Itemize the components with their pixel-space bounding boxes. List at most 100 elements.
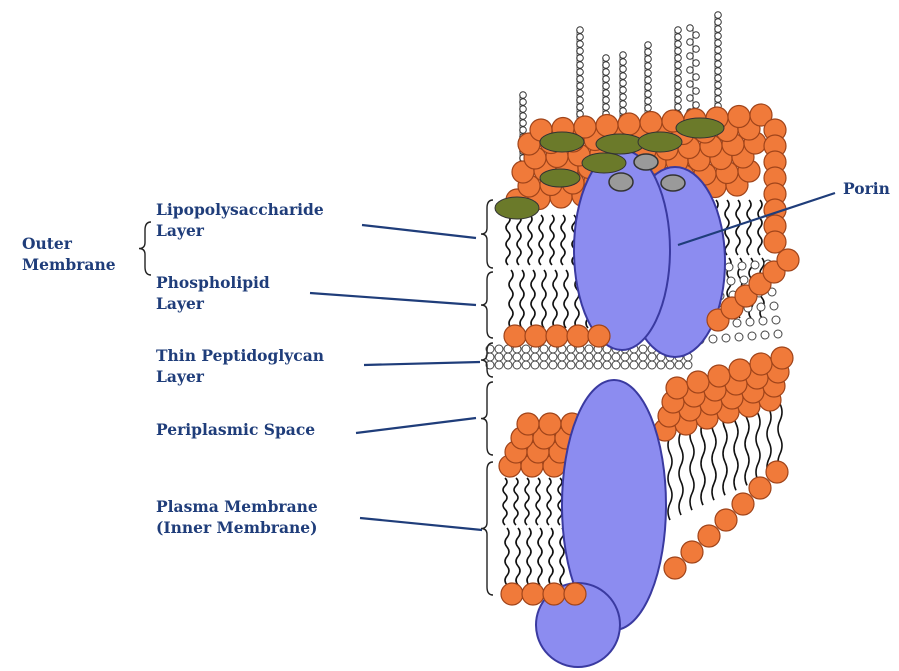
lps-cap xyxy=(582,153,626,173)
sugar-unit xyxy=(620,101,627,108)
sugar-unit xyxy=(675,48,682,55)
sugar-unit xyxy=(715,47,722,54)
sugar-unit xyxy=(645,56,652,63)
sugar-unit xyxy=(603,55,610,62)
sugar-unit xyxy=(715,19,722,26)
peptidoglycan-unit xyxy=(522,353,530,361)
lipid-tail xyxy=(517,215,521,265)
sugar-unit xyxy=(687,53,694,60)
lipid-head xyxy=(777,249,799,271)
label-lipopolysaccharide-layer: Lipopolysaccharide Layer xyxy=(156,199,324,241)
sugar-unit xyxy=(645,63,652,70)
sugar-unit xyxy=(620,59,627,66)
lipid-tail xyxy=(503,478,507,525)
lipid-head xyxy=(715,509,737,531)
sugar-unit xyxy=(603,69,610,76)
leader-line xyxy=(356,418,476,433)
leader-line xyxy=(362,225,476,238)
peptidoglycan-unit xyxy=(751,261,759,269)
lipid-tail xyxy=(514,478,518,525)
lipid-tail xyxy=(536,478,540,525)
sugar-unit xyxy=(577,90,584,97)
sugar-unit xyxy=(715,75,722,82)
peptidoglycan-unit xyxy=(621,361,629,369)
sugar-unit xyxy=(520,106,527,113)
lipid-head xyxy=(501,583,523,605)
curly-bracket xyxy=(481,272,493,338)
sugar-unit xyxy=(520,92,527,99)
curly-bracket xyxy=(481,200,493,268)
sugar-unit xyxy=(645,70,652,77)
lipid-head xyxy=(543,583,565,605)
lipid-head xyxy=(687,371,709,393)
peptidoglycan-unit xyxy=(495,353,503,361)
peptidoglycan-unit xyxy=(725,263,733,271)
sugar-unit xyxy=(577,62,584,69)
peptidoglycan-unit xyxy=(612,361,620,369)
sugar-unit xyxy=(675,97,682,104)
lipid-tail xyxy=(509,270,513,328)
sugar-unit xyxy=(645,84,652,91)
lipid-head xyxy=(522,583,544,605)
sugar-unit xyxy=(715,82,722,89)
label-line: Membrane xyxy=(22,254,116,275)
sugar-unit xyxy=(520,127,527,134)
peptidoglycan-unit xyxy=(630,361,638,369)
peptidoglycan-unit xyxy=(504,361,512,369)
peptidoglycan-unit xyxy=(639,353,647,361)
sugar-unit xyxy=(577,48,584,55)
peptidoglycan-unit xyxy=(648,361,656,369)
peptidoglycan-unit xyxy=(727,277,735,285)
peptidoglycan-unit xyxy=(558,361,566,369)
lps-cap xyxy=(638,132,682,152)
lipid-head xyxy=(681,541,703,563)
peptidoglycan-unit xyxy=(540,353,548,361)
label-line: (Inner Membrane) xyxy=(156,517,318,538)
peptidoglycan-unit xyxy=(621,353,629,361)
porin-pore xyxy=(609,173,633,191)
sugar-unit xyxy=(645,98,652,105)
sugar-unit xyxy=(715,40,722,47)
sugar-unit xyxy=(675,83,682,90)
lipid-head xyxy=(567,325,589,347)
sugar-unit xyxy=(577,83,584,90)
label-line: Phospholipid xyxy=(156,272,270,293)
label-peptidoglycan-layer: Thin Peptidoglycan Layer xyxy=(156,345,324,387)
sugar-unit xyxy=(645,91,652,98)
lipid-tail xyxy=(542,270,546,328)
lipid-head xyxy=(525,325,547,347)
peptidoglycan-unit xyxy=(709,335,717,343)
peptidoglycan-unit xyxy=(757,303,765,311)
lipid-tail xyxy=(538,528,542,585)
sugar-unit xyxy=(620,80,627,87)
sugar-unit xyxy=(675,69,682,76)
sugar-unit xyxy=(675,55,682,62)
lipid-head xyxy=(546,325,568,347)
lipid-tail xyxy=(736,200,740,255)
peptidoglycan-unit xyxy=(531,361,539,369)
peptidoglycan-unit xyxy=(594,361,602,369)
sugar-unit xyxy=(577,27,584,34)
sugar-unit xyxy=(577,76,584,83)
peptidoglycan-unit xyxy=(603,353,611,361)
label-line: Outer xyxy=(22,233,116,254)
sugar-unit xyxy=(687,39,694,46)
curly-bracket xyxy=(481,462,493,595)
sugar-unit xyxy=(675,41,682,48)
peptidoglycan-unit xyxy=(513,353,521,361)
lipid-tail xyxy=(758,200,762,255)
label-line: Plasma Membrane xyxy=(156,496,318,517)
label-line: Thin Peptidoglycan xyxy=(156,345,324,366)
sugar-unit xyxy=(715,12,722,19)
peptidoglycan-unit xyxy=(735,333,743,341)
sugar-unit xyxy=(675,27,682,34)
lipid-head xyxy=(564,583,586,605)
lps-cap xyxy=(596,134,644,154)
sugar-unit xyxy=(693,74,700,81)
peptidoglycan-unit xyxy=(639,345,647,353)
label-outer-membrane: Outer Membrane xyxy=(22,233,116,275)
sugar-unit xyxy=(693,102,700,109)
sugar-unit xyxy=(577,104,584,111)
label-periplasmic-space: Periplasmic Space xyxy=(156,419,315,440)
sugar-unit xyxy=(577,34,584,41)
